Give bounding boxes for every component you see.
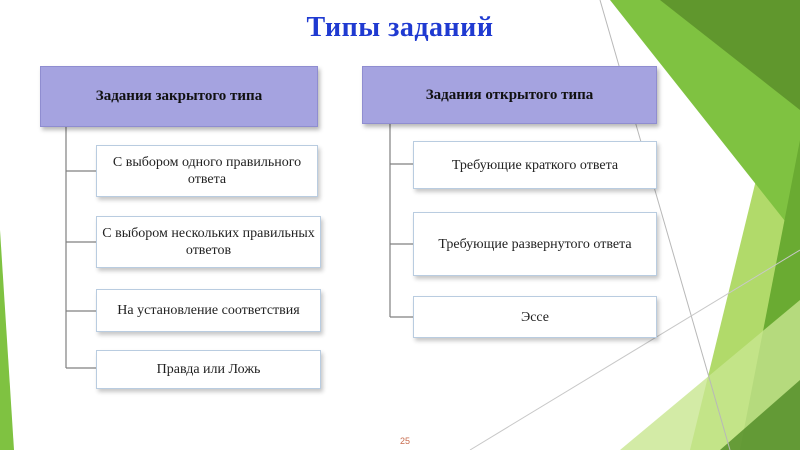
closed-item-multiple-choice: С выбором нескольких правильных ответов [96, 216, 321, 268]
open-item-short-answer: Требующие краткого ответа [413, 141, 657, 189]
closed-tasks-header: Задания закрытого типа [40, 66, 318, 127]
slide-title: Типы заданий [306, 12, 494, 43]
closed-item-true-false: Правда или Ложь [96, 350, 321, 389]
open-item-extended-answer: Требующие развернутого ответа [413, 212, 657, 276]
page-number: 25 [400, 436, 411, 446]
open-tasks-header: Задания открытого типа [362, 66, 657, 124]
open-item-essay: Эссе [413, 296, 657, 338]
closed-item-single-choice: С выбором одного правильного ответа [96, 145, 318, 197]
closed-item-matching: На установление соответствия [96, 289, 321, 332]
